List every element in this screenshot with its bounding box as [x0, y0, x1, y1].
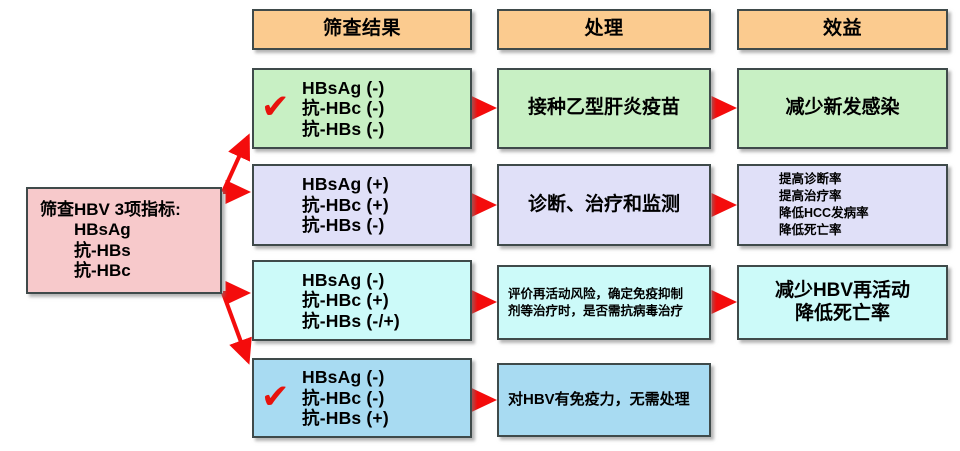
benefit-line: 降低死亡率 [779, 222, 842, 237]
arrow-source-to-row4 [221, 292, 252, 365]
benefit-line: 提高诊断率 [779, 172, 842, 187]
source-item-anti-hbs: 抗-HBs [74, 240, 131, 260]
process-line: 诊断、治疗和监测 [527, 193, 680, 215]
result-line: HBsAg (-) [302, 367, 385, 388]
result-line: 抗-HBs (-) [302, 215, 385, 236]
process-box-row-2: 诊断、治疗和监测 [497, 164, 711, 246]
result-box-row-1: HBsAg (-) 抗-HBc (-) 抗-HBs (-) [252, 68, 472, 149]
benefit-line: 降低HCC发病率 [779, 206, 869, 220]
benefit-line: 减少新发感染 [785, 97, 900, 119]
column-header-benefit: 效益 [737, 9, 948, 50]
process-line: 评价再活动风险，确定免疫抑制 [508, 286, 684, 301]
checkmark-icon: ✔ [261, 377, 290, 417]
process-box-row-3: 评价再活动风险，确定免疫抑制 剂等治疗时，是否需抗病毒治疗 [497, 265, 711, 340]
arrow-source-to-row1 [221, 133, 250, 193]
process-line: 对HBV有免疫力，无需处理 [508, 391, 690, 409]
result-line: HBsAg (-) [302, 77, 385, 98]
result-line: 抗-HBc (-) [302, 387, 385, 408]
result-line: 抗-HBc (+) [302, 194, 389, 215]
result-line: HBsAg (-) [302, 269, 385, 290]
benefit-line: 减少HBV再活动 [774, 280, 911, 302]
result-box-row-2: HBsAg (+) 抗-HBc (+) 抗-HBs (-) [252, 164, 472, 246]
source-item-hbsag: HBsAg [74, 220, 131, 240]
source-title: 筛查HBV 3项指标: [40, 200, 181, 220]
process-box-row-4: 对HBV有免疫力，无需处理 [497, 363, 711, 437]
result-box-row-4: HBsAg (-) 抗-HBc (-) 抗-HBs (+) [252, 358, 472, 438]
benefit-line: 降低死亡率 [794, 302, 890, 324]
result-line: 抗-HBc (+) [302, 290, 389, 311]
column-header-screening-result: 筛查结果 [252, 9, 472, 50]
result-line: 抗-HBs (+) [302, 408, 389, 429]
process-line: 接种乙型肝炎疫苗 [527, 97, 680, 119]
result-line: 抗-HBs (-) [302, 118, 385, 139]
column-header-management: 处理 [497, 9, 711, 50]
benefit-line: 提高治疗率 [779, 189, 842, 204]
process-box-row-1: 接种乙型肝炎疫苗 [497, 68, 711, 149]
checkmark-icon: ✔ [261, 87, 290, 127]
process-line: 剂等治疗时，是否需抗病毒治疗 [508, 303, 684, 318]
column-header-label: 处理 [584, 18, 624, 40]
source-box-hbv-screening: 筛查HBV 3项指标: HBsAg 抗-HBs 抗-HBc [26, 187, 222, 294]
source-item-anti-hbc: 抗-HBc [74, 260, 131, 280]
benefit-box-row-1: 减少新发感染 [737, 68, 948, 149]
benefit-box-row-2: 提高诊断率 提高治疗率 降低HCC发病率 降低死亡率 [737, 164, 948, 246]
column-header-label: 筛查结果 [322, 18, 401, 40]
column-header-label: 效益 [822, 18, 862, 40]
result-line: 抗-HBs (-/+) [302, 310, 400, 331]
benefit-box-row-3: 减少HBV再活动 降低死亡率 [737, 265, 948, 340]
result-box-row-3: HBsAg (-) 抗-HBc (+) 抗-HBs (-/+) [252, 260, 472, 341]
result-line: 抗-HBc (-) [302, 98, 385, 119]
result-line: HBsAg (+) [302, 174, 389, 195]
